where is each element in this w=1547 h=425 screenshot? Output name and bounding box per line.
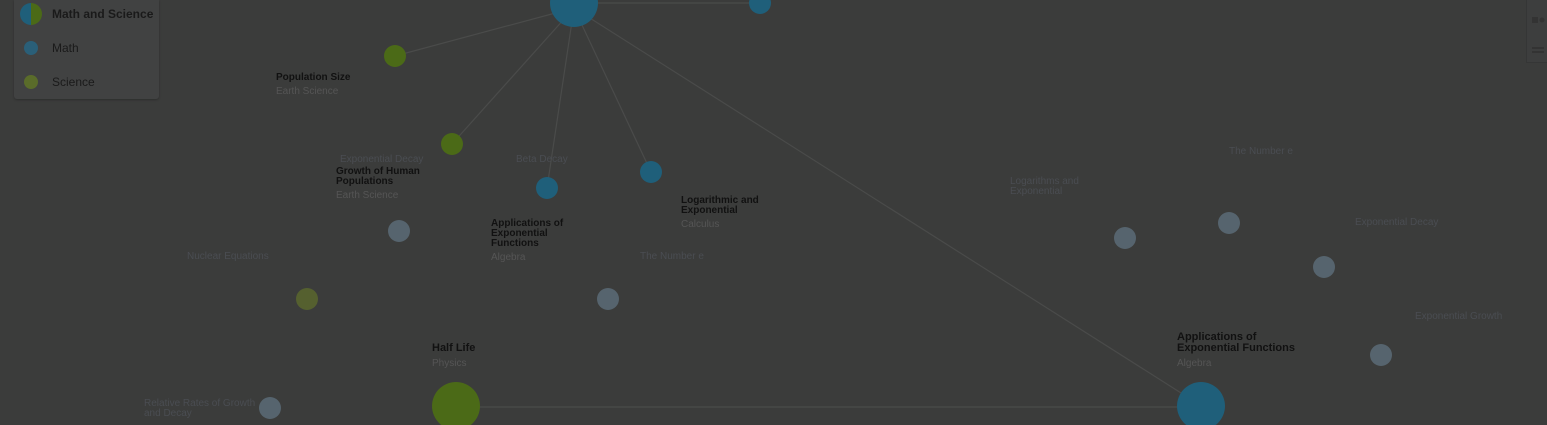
blue-circle-icon (20, 37, 42, 59)
node-top-right[interactable] (749, 0, 771, 14)
legend-item-science[interactable]: Science (20, 71, 95, 93)
node-title: Nuclear Equations (187, 251, 269, 262)
node-applications-small[interactable] (536, 177, 558, 199)
edge (573, 7, 652, 173)
node-label-exponential-growth: Exponential Growth (1415, 312, 1540, 322)
node-central[interactable] (550, 0, 598, 27)
node-title: Logarithms and Exponential (1010, 176, 1079, 197)
node-title: Relative Rates of Growth and Decay (144, 398, 256, 419)
edge (573, 7, 1201, 406)
graph-nodes (259, 0, 1392, 425)
node-applications-big[interactable] (1177, 382, 1225, 425)
node-title: Beta Decay (516, 154, 568, 165)
node-title: Exponential Decay (340, 154, 424, 165)
node-label-log-exp: Logarithmic and Exponential Calculus (681, 196, 761, 230)
legend-label: Math (52, 41, 79, 55)
node-subtitle: Calculus (681, 219, 720, 230)
node-dim[interactable] (1370, 344, 1392, 366)
node-label-growth-human: Growth of Human Populations Earth Scienc… (336, 167, 431, 201)
node-title: Half Life (432, 342, 476, 354)
node-title: Applications of Exponential Functions (491, 218, 564, 249)
node-subtitle: Algebra (491, 252, 526, 263)
node-dim[interactable] (259, 397, 281, 419)
graph-view-icon[interactable] (1531, 12, 1545, 23)
legend-item-math[interactable]: Math (20, 37, 79, 59)
node-dim[interactable] (296, 288, 318, 310)
node-dim[interactable] (1313, 256, 1335, 278)
node-label-population-size: Population Size Earth Science (276, 73, 446, 97)
node-label-exponential-decay: Exponential Decay (340, 155, 510, 165)
node-title: Growth of Human Populations (336, 166, 420, 187)
node-label-half-life: Half Life Physics (432, 342, 602, 370)
node-dim[interactable] (597, 288, 619, 310)
node-title: Applications of Exponential Functions (1177, 331, 1295, 354)
node-label-log-exp-2: Logarithms and Exponential (1010, 177, 1100, 197)
node-subtitle: Earth Science (336, 190, 399, 201)
edge (451, 7, 575, 145)
node-half-life[interactable] (432, 382, 480, 425)
legend-label: Science (52, 75, 95, 89)
node-label-relative-rates: Relative Rates of Growth and Decay (144, 399, 259, 419)
node-log-exp[interactable] (640, 161, 662, 183)
node-growth-human[interactable] (441, 133, 463, 155)
node-title: Exponential Growth (1415, 311, 1503, 322)
legend-item-math-science[interactable]: Math and Science (20, 3, 153, 25)
legend-label: Math and Science (52, 7, 154, 21)
split-circle-icon (20, 3, 42, 25)
node-label-exponential-decay-2: Exponential Decay (1355, 218, 1525, 228)
node-subtitle: Algebra (1177, 358, 1212, 369)
list-view-icon[interactable] (1531, 42, 1545, 53)
node-label-nuclear-equations: Nuclear Equations (187, 252, 357, 262)
edge (394, 7, 575, 57)
node-title: Population Size (276, 72, 351, 83)
node-subtitle: Earth Science (276, 86, 339, 97)
side-toolbar (1526, 0, 1547, 63)
node-title: Logarithmic and Exponential (681, 195, 759, 216)
legend-panel: Math and Science Math Science (14, 0, 159, 99)
node-label-number-e: The Number e (640, 252, 810, 262)
node-dim[interactable] (388, 220, 410, 242)
node-population-size[interactable] (384, 45, 406, 67)
node-dim[interactable] (1218, 212, 1240, 234)
graph-edges (394, 2, 1201, 408)
node-dim[interactable] (1114, 227, 1136, 249)
node-title: The Number e (1229, 146, 1293, 157)
edge (546, 7, 575, 189)
node-subtitle: Physics (432, 358, 467, 369)
node-title: Exponential Decay (1355, 217, 1439, 228)
green-circle-icon (20, 71, 42, 93)
node-label-applications-small: Applications of Exponential Functions Al… (491, 219, 596, 263)
node-label-number-e-2: The Number e (1229, 147, 1399, 157)
node-title: The Number e (640, 251, 704, 262)
node-label-beta-decay: Beta Decay (516, 155, 686, 165)
node-label-applications-big: Applications of Exponential Functions Al… (1177, 331, 1302, 370)
